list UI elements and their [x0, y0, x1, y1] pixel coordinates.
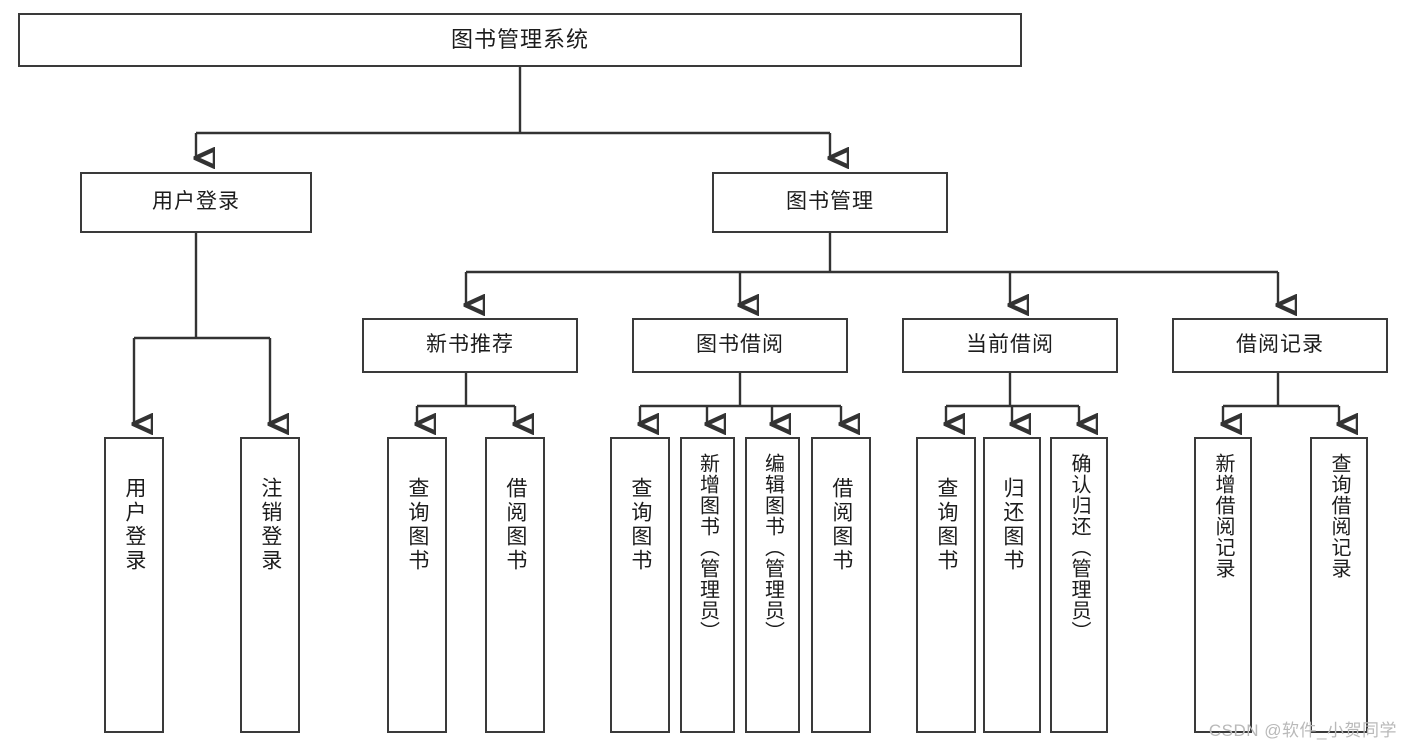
node-current-borrow[interactable]: 当前借阅 [902, 318, 1118, 373]
node-label: 借阅图书 [829, 477, 853, 573]
node-leaf-query-book-2[interactable]: 查询图书 [610, 437, 670, 733]
node-leaf-edit-book-admin[interactable]: 编辑图书（管理员） [745, 437, 800, 733]
node-leaf-query-book-3[interactable]: 查询图书 [916, 437, 976, 733]
node-leaf-borrow-book-1[interactable]: 借阅图书 [485, 437, 545, 733]
node-label: 新增图书（管理员） [696, 453, 719, 642]
node-user-login[interactable]: 用户登录 [80, 172, 312, 233]
node-label: 借阅记录 [1236, 333, 1324, 357]
node-leaf-confirm-return-admin[interactable]: 确认归还（管理员） [1050, 437, 1108, 733]
node-label: 图书管理系统 [450, 27, 589, 53]
node-leaf-query-book-1[interactable]: 查询图书 [387, 437, 447, 733]
node-label: 用户登录 [122, 477, 146, 573]
node-leaf-user-login[interactable]: 用户登录 [104, 437, 164, 733]
node-label: 借阅图书 [503, 477, 527, 573]
node-label: 新增借阅记录 [1212, 453, 1234, 579]
node-label: 图书借阅 [696, 333, 784, 357]
node-book-borrow[interactable]: 图书借阅 [632, 318, 848, 373]
node-book-management-system[interactable]: 图书管理系统 [18, 13, 1022, 67]
node-label: 用户登录 [152, 190, 240, 214]
node-label: 查询图书 [934, 477, 958, 573]
node-leaf-return-book[interactable]: 归还图书 [983, 437, 1041, 733]
node-leaf-logout-login[interactable]: 注销登录 [240, 437, 300, 733]
node-leaf-add-book-admin[interactable]: 新增图书（管理员） [680, 437, 735, 733]
node-label: 当前借阅 [966, 333, 1054, 357]
node-leaf-borrow-book-2[interactable]: 借阅图书 [811, 437, 871, 733]
node-label: 查询借阅记录 [1328, 453, 1350, 579]
node-leaf-add-borrow-record[interactable]: 新增借阅记录 [1194, 437, 1252, 733]
node-label: 确认归还（管理员） [1068, 453, 1090, 642]
node-label: 归还图书 [1000, 477, 1024, 573]
node-label: 编辑图书（管理员） [761, 453, 784, 642]
node-book-management[interactable]: 图书管理 [712, 172, 948, 233]
node-borrow-record[interactable]: 借阅记录 [1172, 318, 1388, 373]
node-new-book-recommend[interactable]: 新书推荐 [362, 318, 578, 373]
node-leaf-query-borrow-record[interactable]: 查询借阅记录 [1310, 437, 1368, 733]
node-label: 新书推荐 [426, 333, 514, 357]
node-label: 查询图书 [405, 477, 429, 573]
node-label: 注销登录 [258, 477, 282, 573]
node-label: 查询图书 [628, 477, 652, 573]
node-label: 图书管理 [786, 190, 874, 214]
